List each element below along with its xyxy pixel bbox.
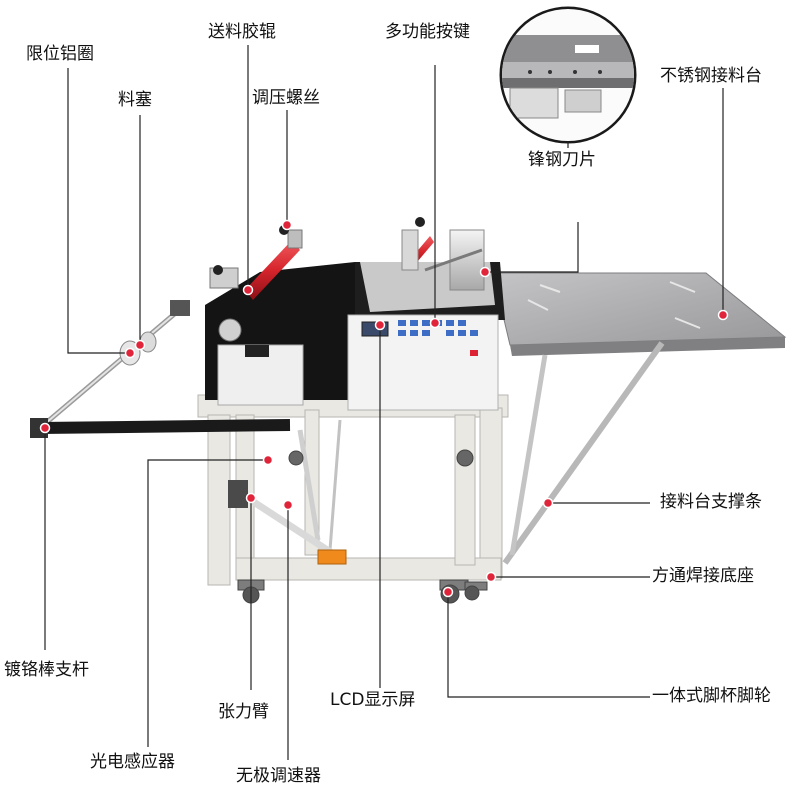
label-lcd: LCD显示屏 — [330, 690, 416, 710]
keypad — [398, 320, 478, 336]
marker-table-support — [542, 497, 554, 509]
marker-feed-roller — [242, 284, 254, 296]
marker-photo-sensor — [262, 454, 274, 466]
table-support-bar — [502, 341, 665, 565]
marker-limit-ring — [124, 347, 136, 359]
label-plug: 料塞 — [118, 90, 152, 110]
machine-illustration — [30, 217, 787, 604]
marker-caster — [442, 586, 454, 598]
label-table-support: 接料台支撑条 — [660, 492, 762, 512]
marker-function-keys — [429, 317, 441, 329]
receiving-table — [492, 272, 787, 346]
label-function-keys: 多功能按键 — [385, 22, 470, 42]
red-roller — [245, 240, 300, 300]
marker-weld-base — [485, 571, 497, 583]
label-chrome-rod: 镀铬棒支杆 — [4, 660, 89, 680]
label-pressure-screw: 调压螺丝 — [252, 88, 320, 108]
speed-weight — [317, 549, 347, 565]
blade-inset — [499, 6, 637, 144]
label-tension-arm: 张力臂 — [218, 702, 269, 722]
marker-steel-table — [717, 309, 729, 321]
tension-arm-bar — [241, 492, 337, 558]
marker-dots — [39, 219, 729, 598]
label-caster: 一体式脚杯脚轮 — [652, 686, 771, 706]
marker-plug — [134, 339, 146, 351]
marker-pressure-screw — [281, 219, 293, 231]
label-steel-table: 不锈钢接料台 — [660, 66, 762, 86]
label-feed-roller: 送料胶辊 — [208, 22, 276, 42]
marker-lcd — [374, 319, 386, 331]
label-speed-ctrl: 无极调速器 — [236, 766, 321, 786]
marker-blade — [479, 266, 491, 278]
marker-chrome-rod — [39, 422, 51, 434]
label-weld-base: 方通焊接底座 — [652, 566, 754, 586]
label-limit-ring: 限位铝圈 — [26, 44, 94, 64]
leader-lines — [44, 45, 724, 760]
marker-speed-ctrl — [282, 499, 294, 511]
label-photo-sensor: 光电感应器 — [90, 752, 175, 772]
label-blade: 锋钢刀片 — [528, 150, 596, 170]
frame — [197, 394, 509, 586]
marker-tension-arm — [245, 492, 257, 504]
